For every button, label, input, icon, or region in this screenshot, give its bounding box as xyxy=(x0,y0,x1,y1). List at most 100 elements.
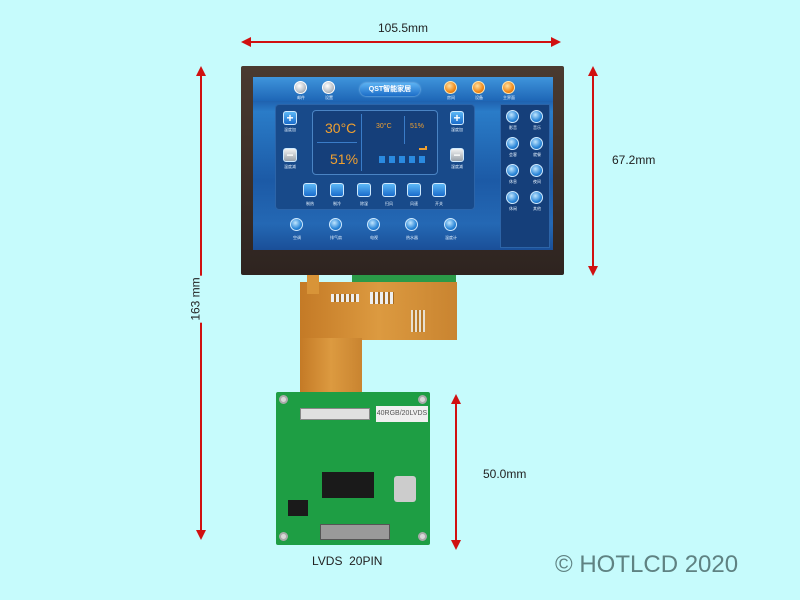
regulator xyxy=(288,500,308,516)
mail-icon[interactable] xyxy=(294,81,307,94)
icon-label: 开关 xyxy=(435,201,443,206)
icon-label: 风速 xyxy=(410,201,418,206)
room-icon[interactable] xyxy=(444,81,457,94)
film-icon[interactable] xyxy=(506,110,519,123)
leisure-icon[interactable] xyxy=(506,191,519,204)
device-icon[interactable] xyxy=(472,81,485,94)
fpc-cable-vertical xyxy=(300,338,362,396)
inductor xyxy=(394,476,416,502)
icon-label: 夜间 xyxy=(533,179,541,184)
music-icon[interactable] xyxy=(530,110,543,123)
fpc-components xyxy=(370,292,394,304)
humidity-small-readout: 51% xyxy=(410,123,425,130)
wind-icon[interactable] xyxy=(407,183,421,197)
icon-label: 制冷 xyxy=(333,201,341,206)
icon-label: 扫风 xyxy=(385,201,393,206)
height-label: 67.2mm xyxy=(612,153,656,167)
icon-label: 影音 xyxy=(509,125,517,130)
icon-label: 湿度加 xyxy=(451,127,463,132)
icon-label: 空调 xyxy=(293,235,301,240)
minus-button[interactable]: − xyxy=(283,148,297,162)
icon-label: 其他 xyxy=(533,206,541,211)
water-heater-icon[interactable] xyxy=(405,218,418,231)
icon-label: 休闲 xyxy=(509,206,517,211)
icon-label: 就餐 xyxy=(533,152,541,157)
arrowhead-left xyxy=(241,37,251,47)
icon-label: 湿度减 xyxy=(451,164,463,169)
sun-icon[interactable] xyxy=(303,183,317,197)
thermometer-icon[interactable] xyxy=(444,218,457,231)
icon-label: 排气扇 xyxy=(330,235,342,240)
signal-icon xyxy=(419,146,427,150)
mounting-hole xyxy=(418,532,427,541)
arrowhead-down xyxy=(196,530,206,540)
arrowhead-up xyxy=(196,66,206,76)
moon-icon[interactable] xyxy=(530,164,543,177)
dining-icon[interactable] xyxy=(530,137,543,150)
arrowhead-up xyxy=(588,66,598,76)
mounting-hole xyxy=(418,395,427,404)
lvds-connector xyxy=(320,524,390,540)
icon-label: 设置 xyxy=(325,95,333,100)
arrowhead-right xyxy=(551,37,561,47)
total-height-label: 163 mm xyxy=(188,275,203,323)
board-height-dimension-arrow xyxy=(455,398,457,544)
icon-label: 休息 xyxy=(509,179,517,184)
fpc-tail xyxy=(307,274,319,294)
lcd-connector-strip xyxy=(352,272,456,282)
tv-icon[interactable] xyxy=(367,218,380,231)
drop-icon[interactable] xyxy=(357,183,371,197)
guest-icon[interactable] xyxy=(506,137,519,150)
icon-label: 邮件 xyxy=(297,95,305,100)
icon-label: 设备 xyxy=(475,95,483,100)
minus-button[interactable]: − xyxy=(450,148,464,162)
divider xyxy=(317,142,357,143)
board-label: LVDS 20PIN xyxy=(312,554,383,568)
width-dimension-arrow xyxy=(245,41,557,43)
home-icon[interactable] xyxy=(502,81,515,94)
plus-icon[interactable] xyxy=(530,191,543,204)
status-icons xyxy=(379,156,429,163)
width-label: 105.5mm xyxy=(378,21,429,35)
board-height-label: 50.0mm xyxy=(483,467,527,481)
scene-panel xyxy=(500,104,550,248)
bed-icon[interactable] xyxy=(506,164,519,177)
height-dimension-arrow xyxy=(592,70,594,272)
plus-button[interactable]: + xyxy=(450,111,464,125)
rgb-connector xyxy=(300,408,370,420)
arrowhead-down xyxy=(588,266,598,276)
arrowhead-up xyxy=(451,394,461,404)
temperature-readout: 30°C xyxy=(325,120,357,136)
mounting-hole xyxy=(279,395,288,404)
lvds-chip xyxy=(322,472,374,498)
divider xyxy=(361,114,362,171)
icon-label: 电视 xyxy=(370,235,378,240)
plus-button[interactable]: + xyxy=(283,111,297,125)
lcd-screen: QST智能家居 30°C 51% 30°C 51% 邮件设置房间设备主界面+温度… xyxy=(253,77,553,250)
fan-icon[interactable] xyxy=(382,183,396,197)
power-icon[interactable] xyxy=(432,183,446,197)
icon-label: 温度加 xyxy=(284,127,296,132)
arrowhead-down xyxy=(451,540,461,550)
icon-label: 主界面 xyxy=(503,95,515,100)
snowflake-icon[interactable] xyxy=(330,183,344,197)
temperature-small-readout: 30°C xyxy=(376,123,392,130)
copyright: © HOTLCD 2020 xyxy=(555,551,739,578)
fpc-components xyxy=(331,294,359,302)
icon-label: 会客 xyxy=(509,152,517,157)
icon-label: 温度计 xyxy=(445,235,457,240)
icon-label: 除湿 xyxy=(360,201,368,206)
settings-icon[interactable] xyxy=(322,81,335,94)
humidity-readout: 51% xyxy=(330,151,359,167)
ac-icon[interactable] xyxy=(290,218,303,231)
divider xyxy=(404,116,405,144)
sticker: 40RGB/20LVDS xyxy=(376,406,428,422)
icon-label: 制热 xyxy=(306,201,314,206)
lvds-adapter-board: 40RGB/20LVDS xyxy=(276,392,430,545)
fpc-contacts xyxy=(411,310,425,332)
exhaust-fan-icon[interactable] xyxy=(329,218,342,231)
qst-logo: QST智能家居 xyxy=(360,83,420,96)
fpc-cable-horizontal xyxy=(300,282,457,340)
icon-label: 热水器 xyxy=(406,235,418,240)
icon-label: 音乐 xyxy=(533,125,541,130)
